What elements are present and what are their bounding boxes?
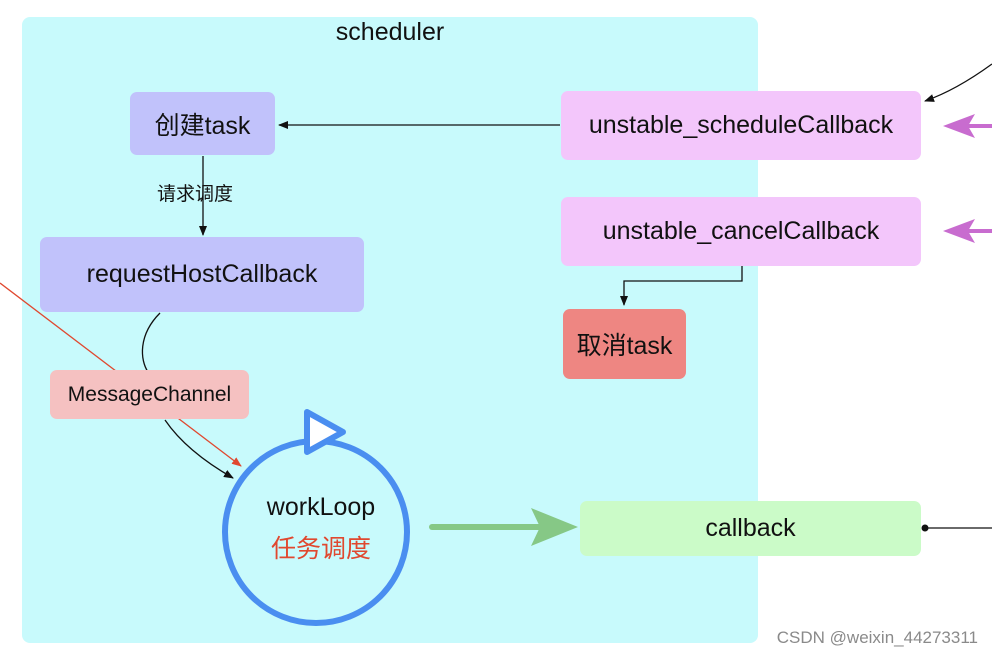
request-schedule-label: 请求调度 bbox=[157, 184, 234, 205]
workloop-subtitle: 任务调度 bbox=[270, 535, 371, 563]
workloop-title: workLoop bbox=[266, 493, 376, 521]
edge-messagechannel-to-workloop bbox=[164, 419, 234, 479]
unstable-cancel-callback-node: unstable_cancelCallback bbox=[561, 197, 921, 266]
edge-request-to-messagechannel bbox=[141, 312, 161, 373]
callback-connector-dot bbox=[921, 524, 929, 532]
green-arrow-to-callback bbox=[429, 508, 578, 546]
workloop-ring-arrowhead bbox=[304, 409, 346, 455]
purple-input-arrow-schedule bbox=[943, 114, 992, 138]
create-task-node: 创建task bbox=[130, 92, 275, 155]
purple-input-arrow-cancel bbox=[943, 219, 992, 243]
watermark: CSDN @weixin_44273311 bbox=[776, 628, 978, 647]
external-arrow-to-schedule bbox=[924, 63, 992, 102]
request-host-callback-node: requestHostCallback bbox=[40, 237, 364, 312]
message-channel-node: MessageChannel bbox=[50, 370, 249, 419]
edge-cancel-to-canceltask bbox=[620, 266, 743, 306]
unstable-schedule-callback-node: unstable_scheduleCallback bbox=[561, 91, 921, 160]
callback-node: callback bbox=[580, 501, 921, 556]
scheduler-title: scheduler bbox=[335, 18, 445, 46]
cancel-task-node: 取消task bbox=[563, 309, 686, 379]
